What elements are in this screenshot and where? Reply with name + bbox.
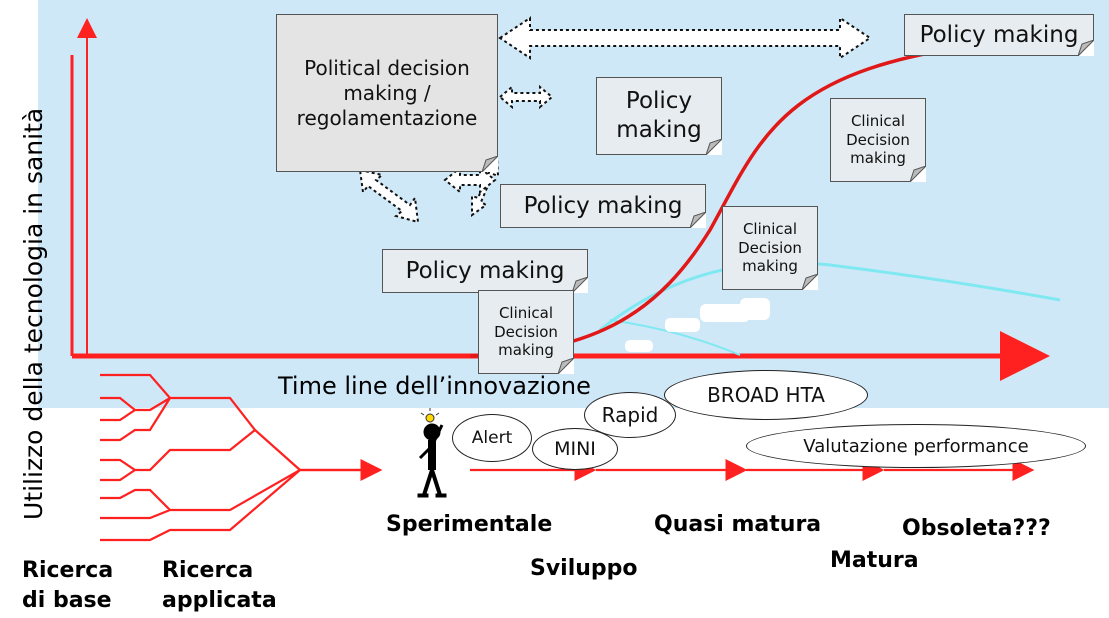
folded-corner-icon: [910, 166, 926, 182]
oval-performance-label: Valutazione performance: [803, 435, 1029, 457]
double-arrow-diagonal: [358, 168, 420, 224]
oval-alert: Alert: [452, 414, 532, 462]
double-arrow-small-1: [498, 84, 554, 110]
stage-quasi-matura: Quasi matura: [654, 512, 822, 537]
policy-box-center: Policy making: [596, 77, 722, 155]
folded-corner-icon: [690, 212, 706, 228]
policy-label: Policy making: [523, 192, 683, 219]
y-axis-label: Utilizzo della tecnologia in sanità: [19, 107, 48, 520]
policy-box-middle: Policy making: [500, 184, 706, 228]
stage-sperimentale: Sperimentale: [386, 512, 553, 537]
oval-mini-label: MINI: [554, 438, 596, 460]
double-arrow-horizontal: [498, 16, 872, 60]
clinical-note-label: Clinical Decision making: [846, 111, 910, 168]
oval-rapid: Rapid: [584, 392, 676, 438]
oval-performance: Valutazione performance: [746, 424, 1086, 468]
double-arrow-small-3: [443, 165, 497, 195]
folded-corner-icon: [706, 139, 722, 155]
stage-ricerca-base: Ricerca di base: [22, 556, 132, 616]
stage-ricerca-applicata: Ricerca applicata: [162, 556, 292, 616]
stage-obsoleta: Obsoleta???: [902, 516, 1051, 541]
oval-broad-label: BROAD HTA: [707, 383, 825, 407]
oval-rapid-label: Rapid: [601, 403, 659, 427]
political-decision-box: Political decision making / regolamentaz…: [276, 14, 498, 172]
x-axis-label: Time line dell’innovazione: [278, 372, 591, 400]
oval-broad-hta: BROAD HTA: [664, 370, 868, 420]
folded-corner-icon: [802, 274, 818, 290]
lightbulb-icon: [420, 408, 440, 423]
political-decision-label: Political decision making / regolamentaz…: [296, 55, 478, 130]
policy-box-lower: Policy making: [382, 249, 588, 293]
clinical-note-label: Clinical Decision making: [738, 219, 802, 276]
clinical-note-middle: Clinical Decision making: [722, 206, 818, 290]
policy-label: Policy making: [616, 88, 702, 143]
stage-sviluppo: Sviluppo: [530, 556, 638, 581]
policy-label: Policy making: [919, 21, 1079, 48]
stage-matura: Matura: [830, 548, 919, 573]
folded-corner-icon: [558, 358, 574, 374]
innovator-figure: [417, 423, 447, 498]
folded-corner-icon: [482, 156, 498, 172]
oval-mini: MINI: [532, 428, 618, 470]
policy-label: Policy making: [405, 257, 565, 284]
stage-ricerca-base-label: Ricerca di base: [22, 558, 114, 613]
folded-corner-icon: [1078, 40, 1094, 56]
clinical-note-label: Clinical Decision making: [494, 303, 558, 360]
clinical-note-lower: Clinical Decision making: [478, 290, 574, 374]
oval-alert-label: Alert: [471, 428, 513, 448]
policy-box-top-right: Policy making: [904, 14, 1094, 56]
folded-corner-icon: [572, 277, 588, 293]
stage-ricerca-applicata-label: Ricerca applicata: [162, 558, 277, 613]
clinical-note-right: Clinical Decision making: [830, 98, 926, 182]
adoption-curve: [469, 43, 981, 358]
research-tree: [100, 373, 375, 542]
cyan-highlight-2: [609, 319, 741, 356]
